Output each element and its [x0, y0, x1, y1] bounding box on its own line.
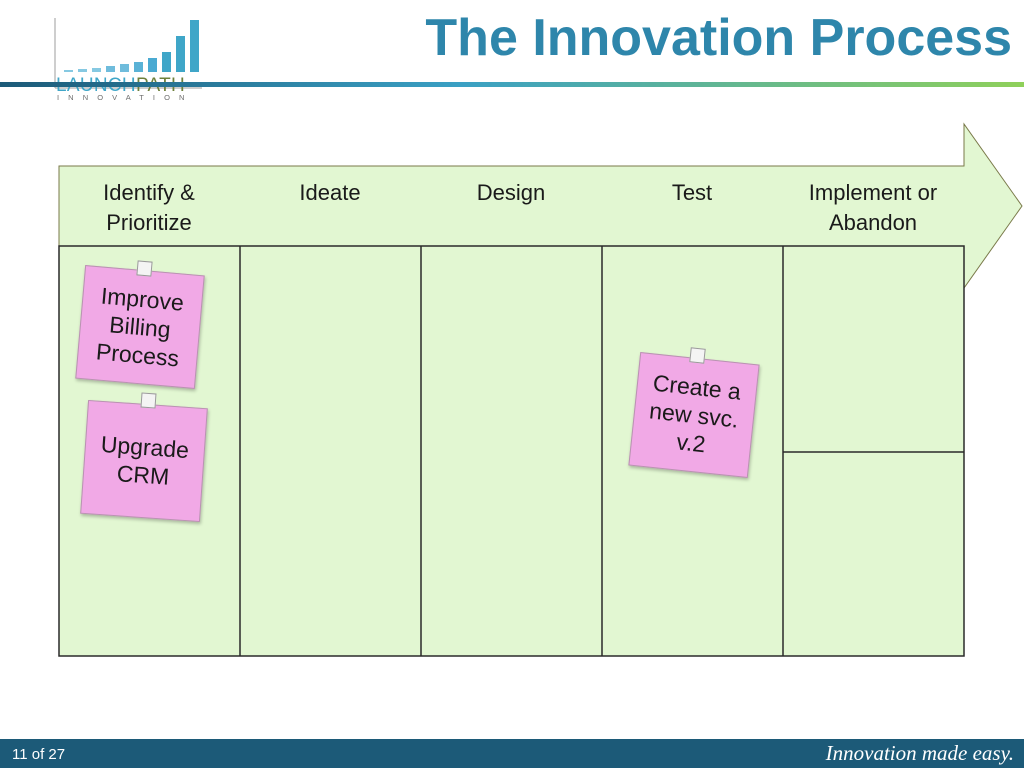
- stage-ideate: Ideate: [299, 180, 361, 205]
- sticky-note-upgrade-crm[interactable]: Upgrade CRM: [80, 399, 208, 523]
- innovation-board: [58, 122, 1023, 657]
- sticky-note-improve-billing[interactable]: Improve Billing Process: [75, 264, 205, 390]
- footer-bar: [0, 739, 1024, 768]
- title-divider: [0, 82, 1024, 87]
- logo-subtitle: INNOVATION: [57, 93, 194, 102]
- stage-identify-prioritize: Identify & Prioritize: [103, 180, 195, 235]
- pin-icon: [689, 347, 706, 364]
- footer-tagline: Innovation made easy.: [825, 741, 1014, 765]
- stage-implement-abandon: Implement or Abandon: [808, 180, 938, 235]
- stage-design: Design: [476, 180, 546, 205]
- sticky-note-create-new-svc[interactable]: Create a new svc. v.2: [628, 352, 760, 478]
- slide-title: The Innovation Process: [425, 9, 1012, 67]
- columns-area: [58, 245, 965, 657]
- pin-icon: [140, 392, 157, 409]
- logo-bar-chart-icon: [54, 18, 202, 89]
- stage-test: Test: [671, 180, 713, 205]
- page-number: 11 of 27: [12, 746, 66, 763]
- pin-icon: [136, 260, 153, 277]
